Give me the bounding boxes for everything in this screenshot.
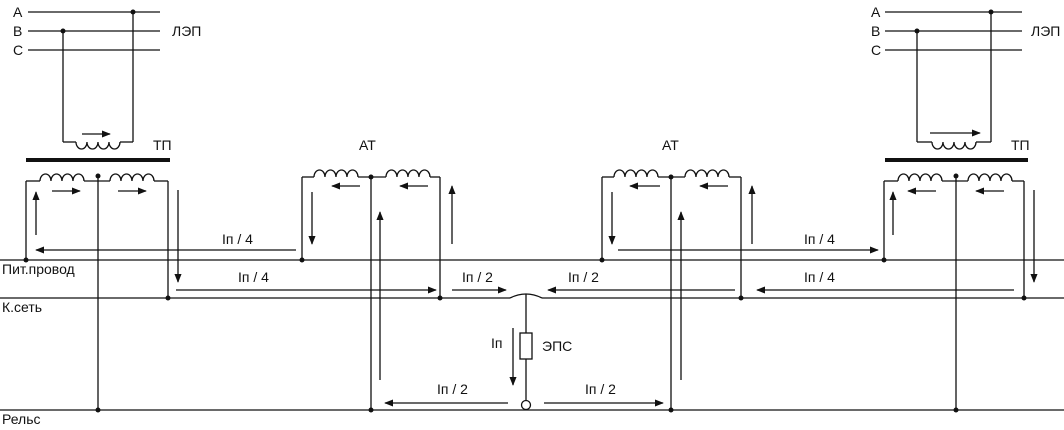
power-line-label: ЛЭП <box>172 23 201 39</box>
rail-bus-label: Рельс <box>2 411 41 427</box>
current-label-5: Iп / 2 <box>462 269 493 285</box>
current-label-8: Iп / 2 <box>585 381 616 397</box>
phase-b-label-right: B <box>871 23 880 39</box>
feeder-bus: Пит.провод <box>0 257 1064 277</box>
feeder-bus-label: Пит.провод <box>2 261 75 277</box>
right-power-line: A B C ЛЭП <box>871 4 1060 150</box>
left-substation: ТП <box>25 137 182 410</box>
left-substation-label: ТП <box>153 137 172 153</box>
current-label-1: Iп / 4 <box>222 231 253 247</box>
phase-a-label: A <box>13 4 23 20</box>
current-flows: Iп / 4 Iп / 4 Iп / 4 Iп / 4 Iп / 2 Iп / … <box>35 231 1014 407</box>
left-autotransformer-label: АТ <box>359 137 376 153</box>
current-label-4: Iп / 4 <box>804 269 835 285</box>
phase-c-label-right: C <box>871 42 881 58</box>
phase-b-label: B <box>13 23 22 39</box>
catenary-bus: К.сеть <box>0 293 1064 315</box>
train-label: ЭПС <box>542 338 572 354</box>
current-label-2: Iп / 4 <box>804 231 835 247</box>
right-autotransformer-label: АТ <box>662 137 679 153</box>
right-substation: ТП <box>883 137 1038 410</box>
catenary-bus-label: К.сеть <box>2 299 42 315</box>
right-substation-label: ТП <box>1011 137 1030 153</box>
right-autotransformer: АТ <box>601 137 756 410</box>
left-power-line: A B C ЛЭП <box>13 4 201 150</box>
train-current-label: Iп <box>491 335 502 351</box>
current-label-6: Iп / 2 <box>568 269 599 285</box>
train: ЭПС Iп <box>491 294 572 411</box>
left-autotransformer: АТ <box>301 137 456 410</box>
phase-c-label: C <box>13 42 23 58</box>
current-label-7: Iп / 2 <box>437 381 468 397</box>
rail-bus: Рельс <box>0 407 1064 427</box>
phase-a-label-right: A <box>871 4 881 20</box>
current-label-3: Iп / 4 <box>238 269 269 285</box>
power-line-label-right: ЛЭП <box>1031 23 1060 39</box>
